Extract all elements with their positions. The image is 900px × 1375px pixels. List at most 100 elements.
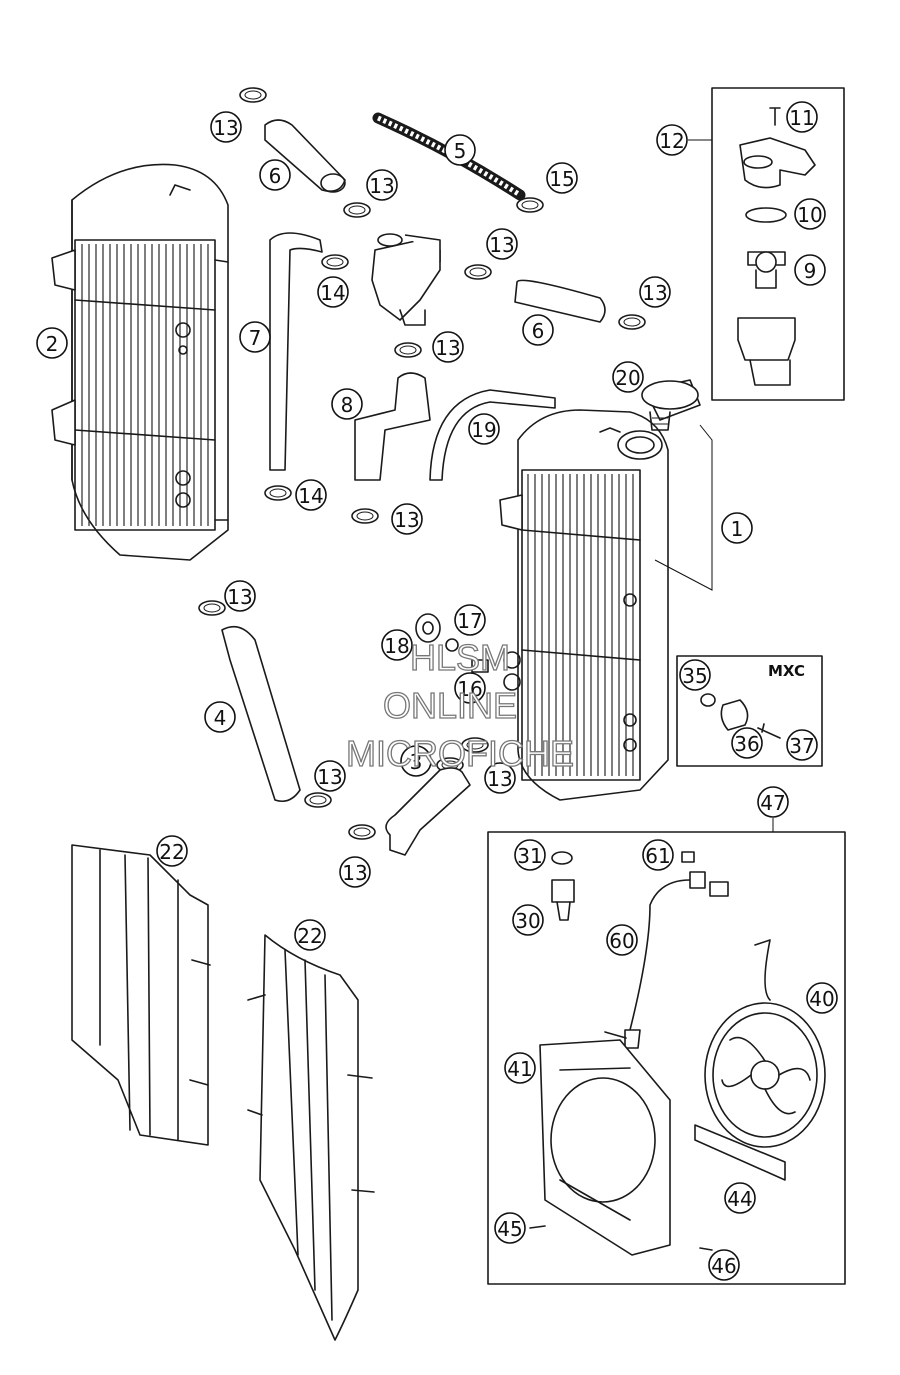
callout-c41: 41	[504, 1052, 536, 1084]
hose-clamp	[618, 314, 646, 330]
callout-number: 22	[297, 924, 322, 948]
callout-number: 31	[517, 844, 542, 868]
callout-c15: 15	[546, 162, 578, 194]
hose-19	[429, 389, 556, 481]
callout-c35: 35	[679, 659, 711, 691]
callout-number: 35	[682, 664, 707, 688]
callout-number: 4	[214, 706, 227, 730]
callout-c13j: 13	[339, 856, 371, 888]
callout-c13c: 13	[486, 228, 518, 260]
callout-number: 36	[734, 732, 759, 756]
watermark-line1: HLSM	[410, 637, 510, 678]
callout-number: 60	[609, 929, 634, 953]
callout-c11: 11	[786, 101, 818, 133]
callout-c13h: 13	[314, 760, 346, 792]
hose-clamp	[343, 202, 371, 218]
callout-number: 8	[341, 393, 354, 417]
callout-c47: 47	[757, 786, 789, 818]
callout-number: 3	[410, 750, 423, 774]
callout-c30: 30	[512, 904, 544, 936]
callout-c22b: 22	[294, 919, 326, 951]
callout-c19: 19	[468, 413, 500, 445]
callout-c44: 44	[724, 1182, 756, 1214]
callout-c6a: 6	[259, 159, 291, 191]
callout-c13e: 13	[432, 331, 464, 363]
callout-c13b: 13	[366, 169, 398, 201]
callout-c13g: 13	[224, 580, 256, 612]
callout-c31: 31	[514, 839, 546, 871]
callout-c3: 3	[400, 745, 432, 777]
callout-number: 13	[487, 767, 512, 791]
callout-c13d: 13	[639, 276, 671, 308]
hose-clamp	[321, 254, 349, 270]
callout-number: 37	[789, 734, 814, 758]
callout-c40: 40	[806, 982, 838, 1014]
leader-1	[654, 424, 713, 591]
water-pump	[371, 233, 441, 326]
hose-6-right	[514, 279, 606, 323]
callout-c61: 61	[642, 839, 674, 871]
left-radiator	[51, 163, 229, 561]
radiator-cap	[641, 379, 701, 431]
callout-c13a: 13	[210, 111, 242, 143]
callout-c14a: 14	[317, 276, 349, 308]
callout-number: 15	[549, 167, 574, 191]
callout-c10: 10	[794, 198, 826, 230]
callout-number: 40	[809, 987, 834, 1011]
callout-c9: 9	[794, 254, 826, 286]
callout-number: 13	[435, 336, 460, 360]
hose-clamp	[348, 824, 376, 840]
callout-number: 2	[46, 332, 59, 356]
thermostat-group	[688, 87, 845, 401]
hose-7	[269, 232, 323, 471]
callout-number: 17	[457, 609, 482, 633]
callout-c18: 18	[381, 629, 413, 661]
callout-c13f: 13	[391, 503, 423, 535]
callout-number: 61	[645, 844, 670, 868]
callout-number: 10	[797, 203, 822, 227]
mxc-label: MXC	[768, 662, 805, 680]
callout-number: 6	[269, 164, 282, 188]
fan-kit-group	[487, 818, 846, 1285]
callout-number: 13	[213, 116, 238, 140]
callout-c12: 12	[656, 124, 688, 156]
callout-number: 13	[369, 174, 394, 198]
callout-c46: 46	[708, 1249, 740, 1281]
mxc-group	[676, 655, 823, 767]
right-radiator	[499, 409, 669, 801]
callout-c4: 4	[204, 701, 236, 733]
small-parts	[415, 613, 489, 673]
callout-number: 13	[342, 861, 367, 885]
callout-c37: 37	[786, 729, 818, 761]
hose-4	[221, 625, 301, 803]
hose-clamp	[351, 508, 379, 524]
callout-number: 30	[515, 909, 540, 933]
callout-number: 13	[227, 585, 252, 609]
callout-number: 19	[471, 418, 496, 442]
watermark-line2: ONLINE	[383, 685, 517, 726]
callout-c60: 60	[606, 924, 638, 956]
callout-number: 13	[394, 508, 419, 532]
watermark-line3: MICROFICHE	[346, 733, 574, 774]
callout-number: 12	[659, 129, 684, 153]
callout-number: 16	[457, 677, 482, 701]
callout-c17: 17	[454, 604, 486, 636]
hose-clamp	[394, 342, 422, 358]
watermark: HLSM ONLINE MICROFICHE	[345, 636, 574, 774]
callout-c16: 16	[454, 672, 486, 704]
callout-number: 13	[642, 281, 667, 305]
callout-c13i: 13	[484, 762, 516, 794]
hose-clamp	[461, 737, 489, 753]
callout-number: 41	[507, 1057, 532, 1081]
callout-number: 20	[615, 366, 640, 390]
callout-c20: 20	[612, 361, 644, 393]
callout-number: 13	[317, 765, 342, 789]
callout-number: 5	[454, 139, 467, 163]
hose-clamp	[464, 264, 492, 280]
callout-number: 11	[789, 106, 814, 130]
hose-clamp	[198, 600, 226, 616]
callout-number: 7	[249, 326, 262, 350]
callout-c5: 5	[444, 134, 476, 166]
callout-c1: 1	[721, 512, 753, 544]
